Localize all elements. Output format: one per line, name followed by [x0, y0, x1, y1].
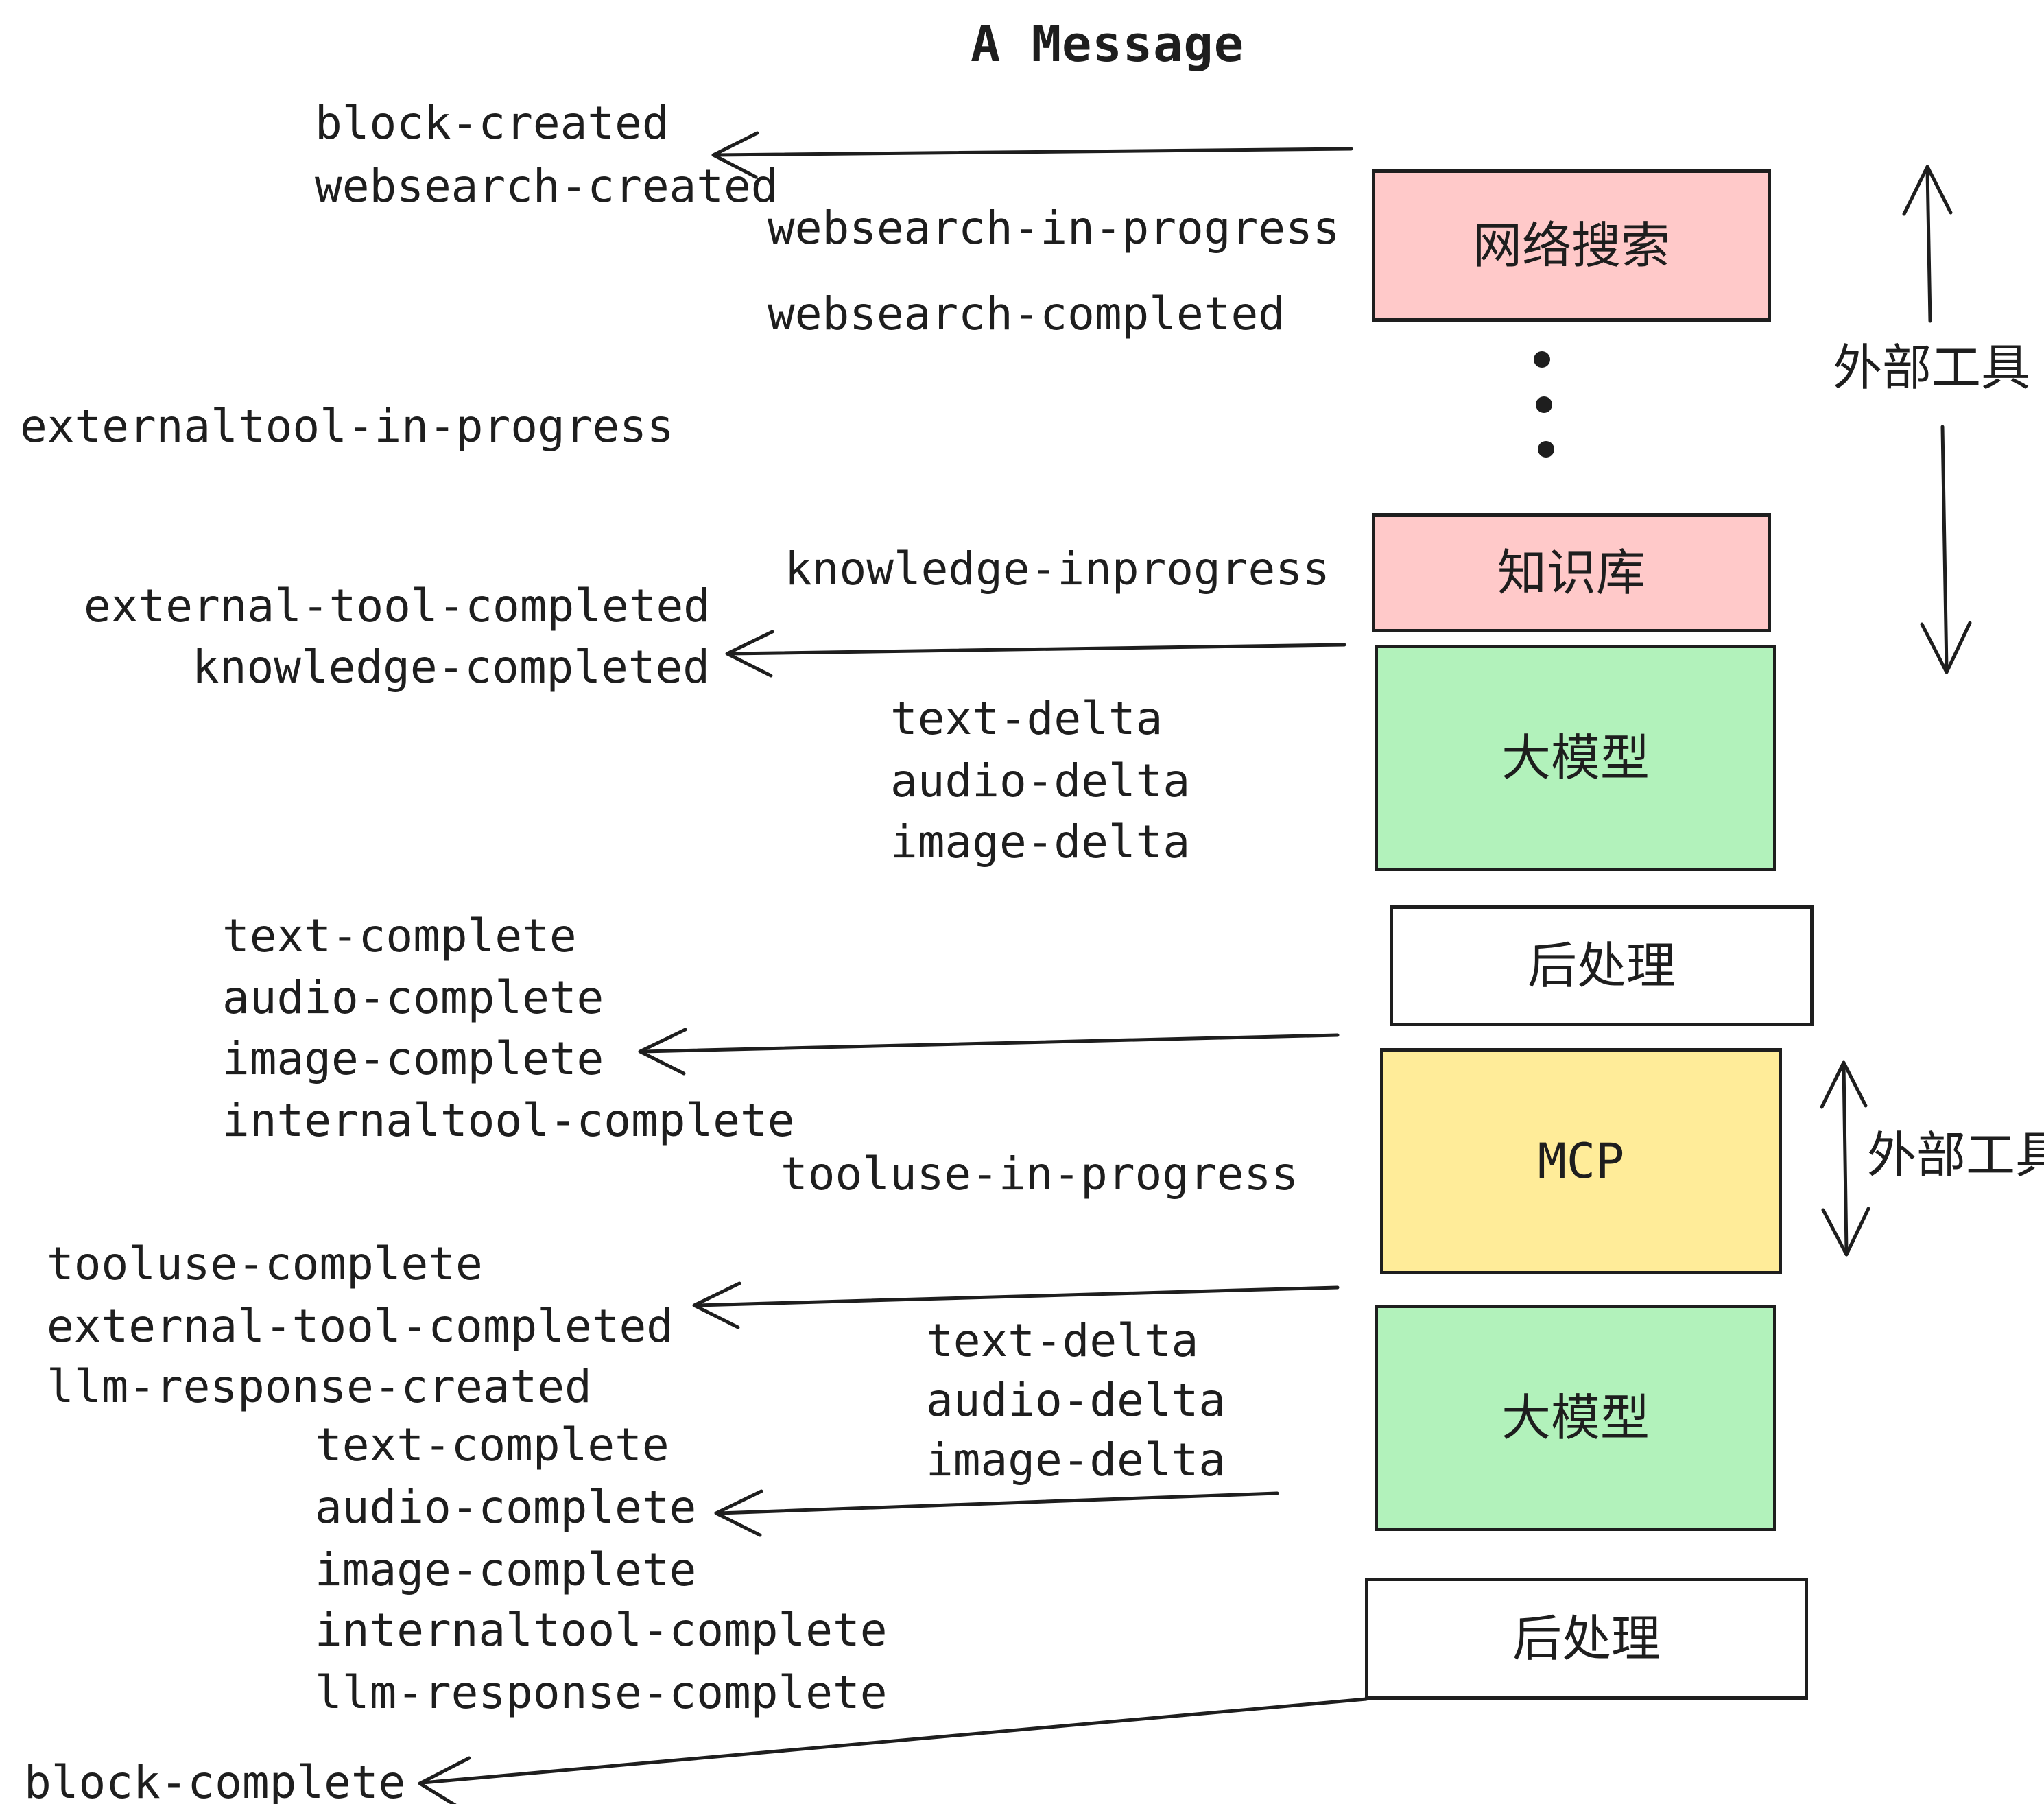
- node-postprocess-1: 后处理: [1390, 905, 1814, 1026]
- event-llm-response-created: llm-response-created: [47, 1360, 592, 1413]
- event-tooluse-complete: tooluse-complete: [47, 1237, 483, 1290]
- diagram-title: A Message: [971, 15, 1245, 73]
- arrow-mcp-to-external-tool-completed: [692, 1281, 1340, 1329]
- node-llm-1: 大模型: [1375, 645, 1776, 871]
- event-audio-delta-2: audio-delta: [926, 1374, 1226, 1427]
- event-text-delta-2: text-delta: [926, 1314, 1199, 1367]
- event-tooluse-in-progress: tooluse-in-progress: [781, 1148, 1298, 1200]
- node-mcp-label: MCP: [1537, 1133, 1625, 1189]
- event-internaltool-complete-2: internaltool-complete: [315, 1604, 888, 1657]
- event-websearch-completed: websearch-completed: [768, 287, 1285, 340]
- event-external-tool-completed: external-tool-completed: [84, 580, 711, 632]
- event-image-delta-2: image-delta: [926, 1434, 1226, 1486]
- event-websearch-in-progress: websearch-in-progress: [768, 202, 1340, 254]
- external-tools-label-top: 外部工具: [1833, 339, 2031, 396]
- event-block-complete: block-complete: [24, 1756, 406, 1804]
- arrow-websearch-to-block-created: [711, 131, 1353, 179]
- event-websearch-created: websearch-created: [315, 160, 779, 213]
- event-knowledge-completed: knowledge-completed: [192, 641, 710, 693]
- node-postprocess-2-label: 后处理: [1512, 1610, 1661, 1667]
- arrow-post2-to-block-complete: [418, 1697, 1368, 1804]
- arrow-llm-to-knowledge-completed: [725, 630, 1346, 678]
- external-tools-label-mcp: 外部工具: [1867, 1126, 2044, 1184]
- external-tools-span-arrow-mcp: [1820, 1060, 1870, 1257]
- arrow-post1-to-image-complete: [638, 1028, 1340, 1076]
- event-audio-complete-2: audio-complete: [315, 1481, 697, 1534]
- node-postprocess-2: 后处理: [1365, 1578, 1808, 1700]
- event-external-tool-completed-2: external-tool-completed: [47, 1300, 674, 1353]
- node-postprocess-1-label: 后处理: [1527, 937, 1676, 995]
- event-externaltool-in-progress: externaltool-in-progress: [20, 400, 674, 453]
- event-knowledge-inprogress: knowledge-inprogress: [785, 543, 1330, 595]
- node-websearch: 网络搜索: [1372, 169, 1771, 322]
- event-block-created: block-created: [315, 97, 669, 150]
- event-internaltool-complete: internaltool-complete: [222, 1094, 795, 1147]
- event-audio-complete: audio-complete: [222, 971, 604, 1024]
- node-mcp: MCP: [1380, 1048, 1782, 1274]
- event-image-complete-2: image-complete: [315, 1543, 697, 1596]
- event-llm-response-complete: llm-response-complete: [315, 1666, 888, 1719]
- node-llm-2: 大模型: [1375, 1305, 1776, 1531]
- event-image-complete: image-complete: [222, 1032, 604, 1085]
- node-knowledge-base: 知识库: [1372, 513, 1771, 632]
- external-tools-span-arrow-top: [1902, 165, 1972, 674]
- arrow-llm2-to-audio-complete: [714, 1489, 1279, 1537]
- ellipsis-dots: [1534, 351, 1554, 458]
- node-knowledge-base-label: 知识库: [1497, 544, 1645, 602]
- node-llm-2-label: 大模型: [1501, 1389, 1650, 1447]
- event-text-delta: text-delta: [890, 692, 1163, 745]
- node-websearch-label: 网络搜索: [1472, 217, 1670, 274]
- event-audio-delta: audio-delta: [890, 755, 1191, 807]
- node-llm-1-label: 大模型: [1501, 729, 1650, 787]
- event-image-delta: image-delta: [890, 816, 1191, 868]
- event-text-complete-2: text-complete: [315, 1419, 669, 1471]
- event-text-complete: text-complete: [222, 910, 577, 962]
